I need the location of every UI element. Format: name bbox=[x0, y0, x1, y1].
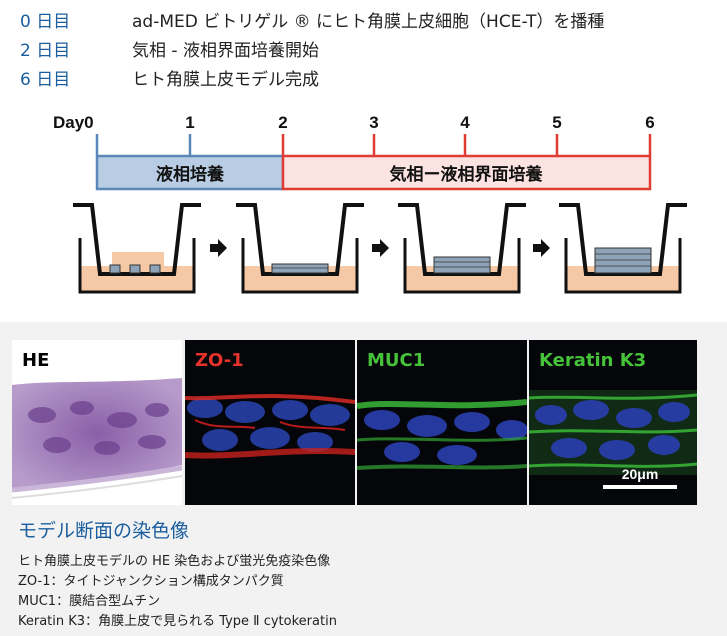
tick-label: 6 bbox=[645, 113, 654, 132]
liquid-phase-label: 液相培養 bbox=[156, 164, 224, 185]
tick-label: 4 bbox=[460, 113, 470, 132]
panel-label: MUC1 bbox=[367, 350, 426, 371]
transwell-day4 bbox=[398, 203, 526, 294]
transwell-day2 bbox=[236, 203, 364, 294]
culture-timeline-diagram: Day0 1 2 3 4 5 6 液相培養 気相ー液相界面培養 bbox=[53, 113, 687, 294]
step-day-label: 0 日目 bbox=[20, 12, 71, 32]
step-day0: 0 日目 ad-MED ビトリゲル ® にヒト角膜上皮細胞（HCE-T）を播種 bbox=[20, 8, 604, 37]
transwell-day6 bbox=[559, 203, 687, 294]
protocol-steps: 0 日目 ad-MED ビトリゲル ® にヒト角膜上皮細胞（HCE-T）を播種 2… bbox=[20, 8, 604, 95]
step-day6: 6 日目 ヒト角膜上皮モデル完成 bbox=[20, 66, 604, 95]
scale-bar: 20μm bbox=[603, 466, 677, 489]
arrow-right-icon bbox=[210, 239, 227, 257]
step-text: ヒト角膜上皮モデル完成 bbox=[132, 70, 319, 90]
tick-label: 5 bbox=[552, 113, 561, 132]
liquid-phase-bar bbox=[95, 154, 285, 191]
scale-bar-label: 20μm bbox=[621, 466, 659, 482]
step-day-label: 2 日目 bbox=[20, 41, 71, 61]
zo1-stain-image bbox=[185, 394, 355, 459]
tick-label: 2 bbox=[278, 113, 287, 132]
tick-label: Day0 bbox=[53, 113, 94, 132]
step-text: 気相 - 液相界面培養開始 bbox=[132, 41, 319, 61]
step-day-label: 6 日目 bbox=[20, 70, 71, 90]
arrow-right-icon bbox=[372, 239, 389, 257]
scale-bar-line bbox=[603, 485, 677, 489]
transwell-day0 bbox=[73, 203, 201, 294]
keratin-k3-stain-image bbox=[529, 390, 697, 475]
muc1-stain-image bbox=[357, 399, 527, 470]
step-text: ad-MED ビトリゲル ® にヒト角膜上皮細胞（HCE-T）を播種 bbox=[132, 12, 605, 32]
he-stain-panel: HE bbox=[12, 340, 182, 505]
he-stain-image bbox=[12, 378, 182, 499]
tick-label: 3 bbox=[369, 113, 378, 132]
arrow-right-icon bbox=[533, 239, 550, 257]
air-liquid-phase-bar bbox=[281, 154, 652, 191]
caption-line: Keratin K3：角膜上皮で見られる Type Ⅱ cytokeratin bbox=[18, 614, 337, 629]
caption-line: MUC1：膜結合型ムチン bbox=[18, 594, 161, 609]
panel-label: Keratin K3 bbox=[539, 350, 647, 371]
zo1-stain-panel: ZO-1 bbox=[185, 340, 355, 505]
panel-label: HE bbox=[22, 350, 50, 371]
panel-label: ZO-1 bbox=[195, 350, 244, 371]
muc1-stain-panel: MUC1 bbox=[357, 340, 527, 505]
caption-title: モデル断面の染色像 bbox=[18, 520, 190, 542]
tick-label: 1 bbox=[185, 113, 194, 132]
step-day2: 2 日目 気相 - 液相界面培養開始 bbox=[20, 37, 604, 66]
keratin-k3-stain-panel: Keratin K3 bbox=[529, 340, 697, 505]
caption-line: ヒト角膜上皮モデルの HE 染色および蛍光免疫染色像 bbox=[18, 554, 331, 569]
caption-line: ZO-1：タイトジャンクション構成タンパク質 bbox=[18, 574, 284, 589]
air-liquid-phase-label: 気相ー液相界面培養 bbox=[389, 164, 543, 185]
